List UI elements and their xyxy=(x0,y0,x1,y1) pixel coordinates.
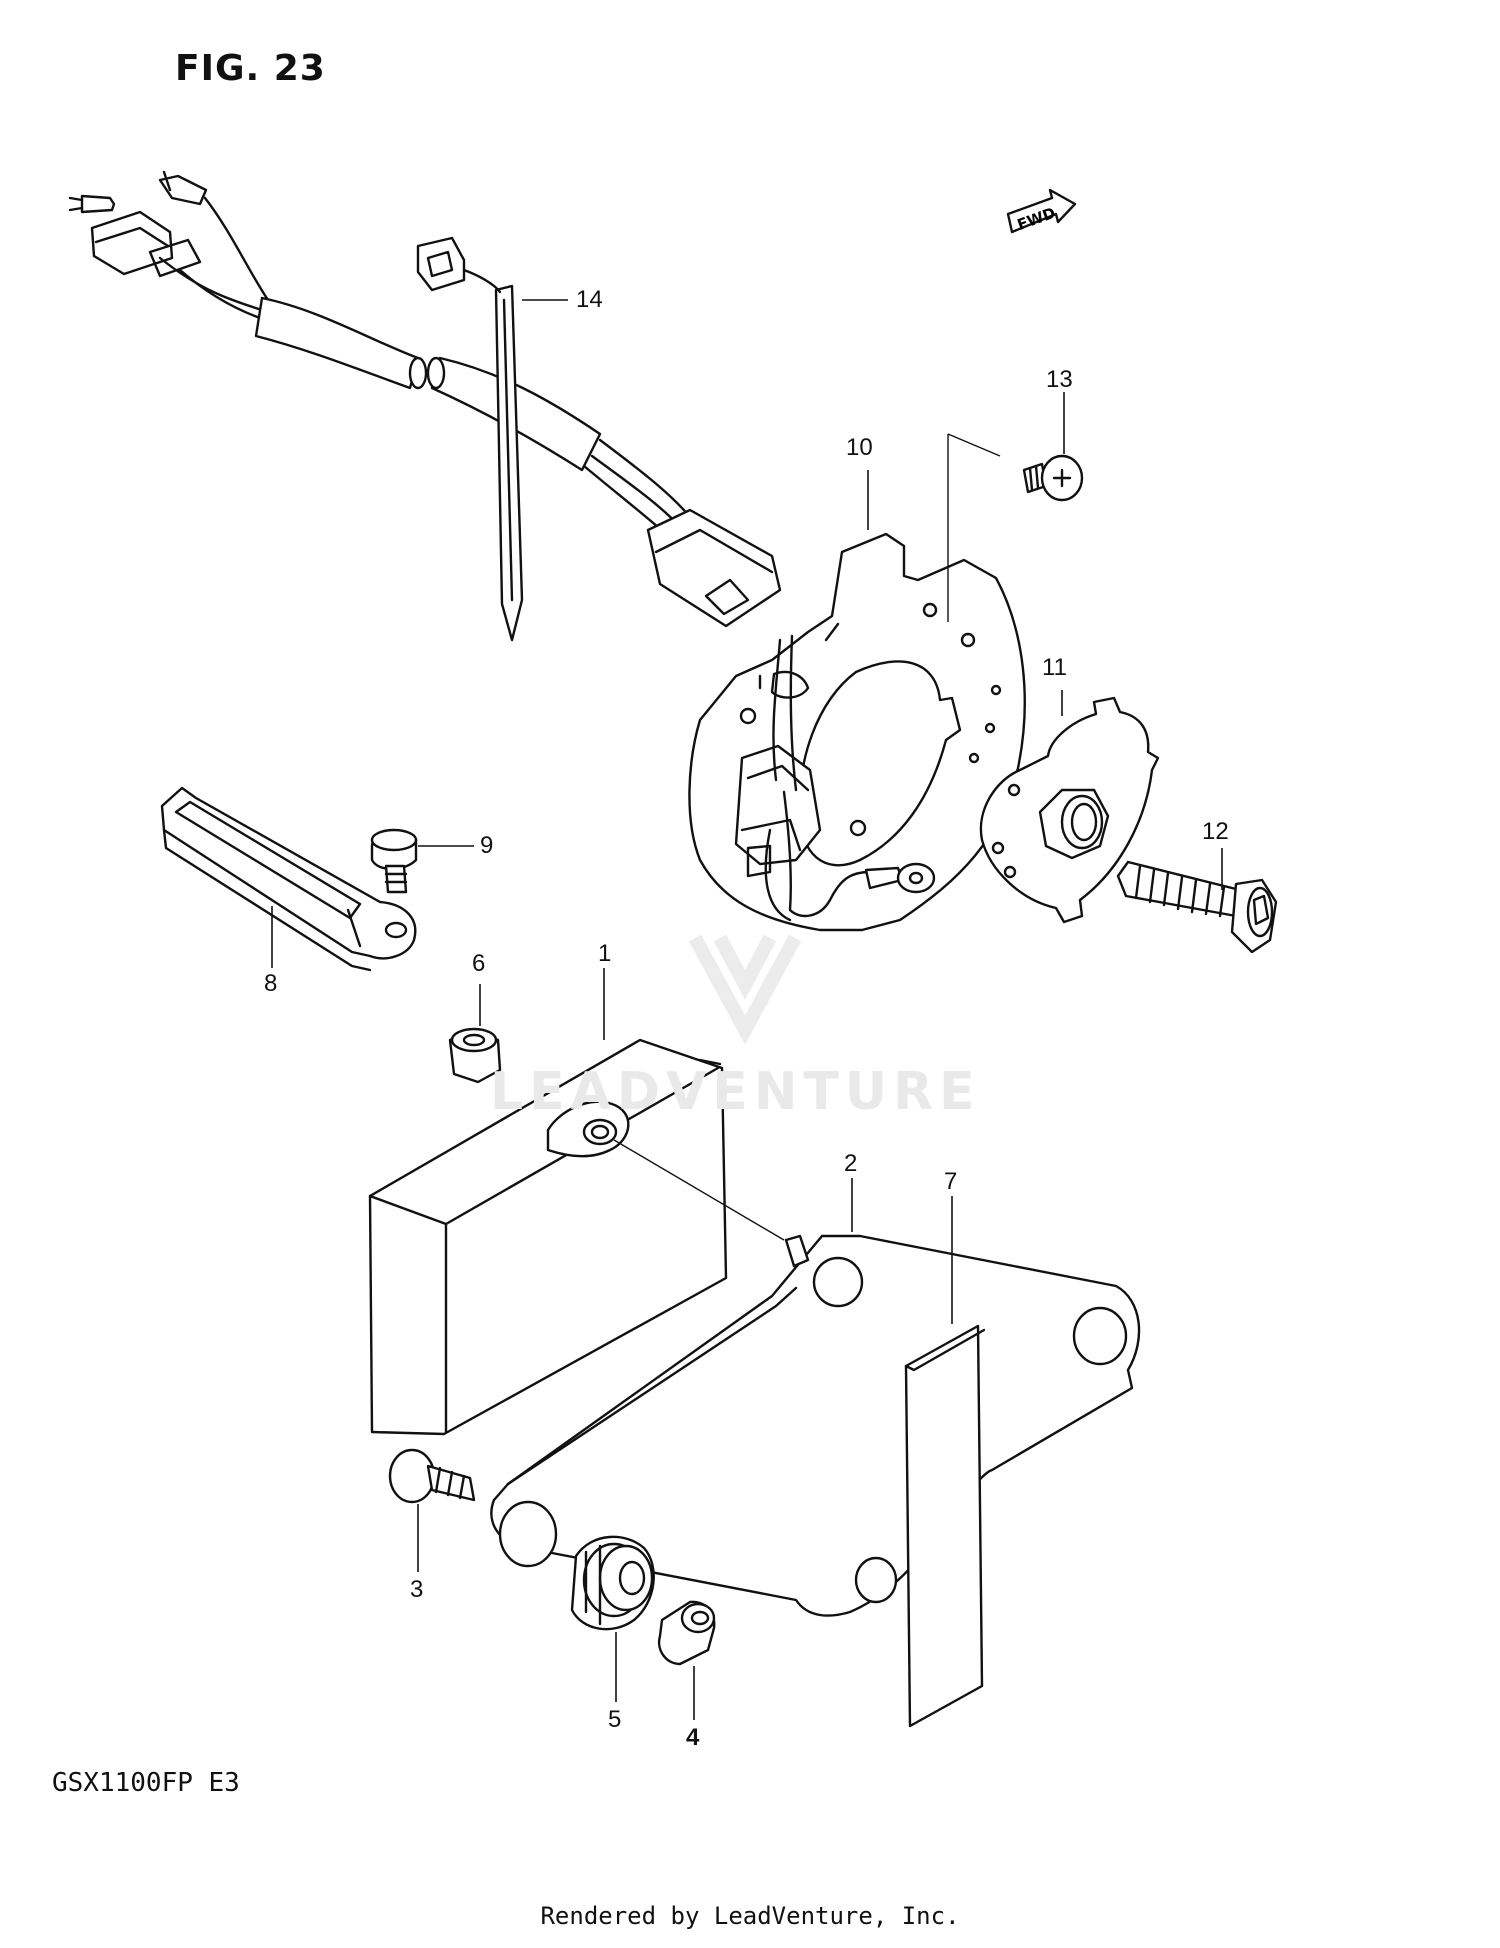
callout-4: 4 xyxy=(686,1724,700,1751)
figure-title: FIG. 23 xyxy=(175,48,326,89)
wire-harness xyxy=(68,170,782,628)
part-5-grommet xyxy=(570,1535,655,1702)
part-10-pickup-plate xyxy=(688,433,1026,932)
part-13-screw xyxy=(1022,392,1084,502)
callout-5: 5 xyxy=(608,1706,622,1733)
model-code: GSX1100FP E3 xyxy=(52,1768,240,1798)
callout-14: 14 xyxy=(576,286,603,313)
part-9-screw xyxy=(370,828,474,894)
callout-7: 7 xyxy=(944,1168,958,1195)
part-11-rotor xyxy=(979,690,1160,924)
footer-credit: Rendered by LeadVenture, Inc. xyxy=(540,1902,960,1930)
callout-2: 2 xyxy=(844,1150,858,1177)
part-4-collar xyxy=(657,1600,716,1720)
part-7-pad xyxy=(904,1196,986,1728)
part-6-nut xyxy=(448,984,502,1084)
part-3-bolt xyxy=(388,1448,476,1572)
watermark-text: LEADVENTURE xyxy=(490,1062,981,1122)
callout-3: 3 xyxy=(410,1576,424,1603)
callout-13: 13 xyxy=(1046,366,1073,393)
callout-8: 8 xyxy=(264,970,278,997)
callout-9: 9 xyxy=(480,832,494,859)
callout-6: 6 xyxy=(472,950,486,977)
watermark-emblem xyxy=(688,934,802,1045)
callout-10: 10 xyxy=(846,434,873,461)
part-1-igniter xyxy=(368,968,785,1436)
part-12-bolt xyxy=(1116,848,1278,954)
part-8-strap xyxy=(160,786,417,972)
callout-12: 12 xyxy=(1202,818,1229,845)
callout-11: 11 xyxy=(1042,654,1067,681)
part-14-cable-tie xyxy=(416,236,568,642)
fwd-arrow-icon: FWD xyxy=(1006,188,1077,234)
callout-1: 1 xyxy=(598,940,612,967)
